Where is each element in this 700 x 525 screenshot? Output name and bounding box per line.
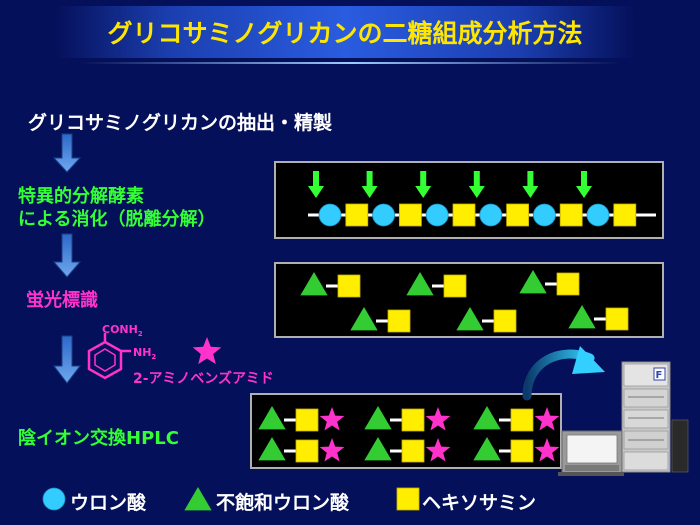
step-labeling: 蛍光標識 bbox=[26, 290, 98, 311]
legend-hexosamine-label: ヘキソサミン bbox=[422, 492, 537, 514]
disaccharide-unsaturated-uronic bbox=[406, 272, 434, 296]
legend-unsaturated-uronic-label: 不飽和ウロン酸 bbox=[216, 492, 350, 514]
labeled-disaccharide-hexosamine bbox=[295, 408, 319, 432]
labeled-disaccharide-unsaturated-uronic bbox=[258, 437, 286, 461]
chain-uronic-acid bbox=[533, 203, 556, 227]
polysaccharide-chain bbox=[308, 203, 656, 227]
fluorescent-label-star-icon bbox=[425, 407, 451, 431]
legend-uronic-acid-circle-icon bbox=[42, 487, 66, 511]
enzyme-arrow-icon bbox=[361, 171, 378, 198]
page-title: グリコサミノグリカンの二糖組成分析方法 bbox=[107, 19, 583, 48]
flow-arrow-2 bbox=[52, 233, 82, 278]
enzyme-arrow-icon bbox=[576, 171, 592, 198]
benzene-inner-bonds bbox=[94, 348, 116, 372]
conh2-label: CONH2 bbox=[102, 323, 143, 338]
labeled-disaccharide-hexosamine bbox=[510, 439, 534, 463]
fluorescent-label-star-icon bbox=[534, 438, 560, 462]
labeled-disaccharide-unsaturated-uronic bbox=[473, 437, 501, 461]
labeled-disaccharide-hexosamine bbox=[401, 408, 425, 432]
disaccharide-hexosamine bbox=[443, 274, 467, 298]
svg-text:F: F bbox=[656, 370, 663, 381]
enzyme-arrow-icon bbox=[468, 171, 485, 198]
curved-arrow-to-instrument bbox=[522, 346, 605, 401]
chain-uronic-acid bbox=[318, 203, 342, 227]
fluorescent-label-star-icon bbox=[534, 407, 560, 431]
labeled-disaccharide-unsaturated-uronic bbox=[258, 406, 286, 430]
chain-uronic-acid bbox=[425, 203, 449, 227]
legend-unsaturated-uronic-triangle-icon bbox=[184, 487, 212, 511]
labeled-disaccharide-hexosamine bbox=[295, 439, 319, 463]
disaccharide-hexosamine bbox=[493, 309, 517, 333]
step-digestion-line1: 特異的分解酵素 bbox=[18, 186, 144, 207]
labeled-disaccharide-hexosamine bbox=[401, 439, 425, 463]
fluorescent-label-star-icon bbox=[425, 438, 451, 462]
hplc-instrument-photo: F bbox=[558, 361, 689, 476]
enzyme-arrow-icon bbox=[522, 171, 539, 198]
hplc-stack: F bbox=[621, 361, 689, 473]
legend-hexosamine-square-icon bbox=[396, 487, 420, 511]
labeled-disaccharide-hexosamine bbox=[510, 408, 534, 432]
chain-uronic-acid bbox=[372, 203, 396, 227]
title-underline bbox=[80, 62, 620, 64]
legend bbox=[42, 487, 420, 511]
fluorescent-label-star-icon bbox=[319, 438, 345, 462]
step-extraction: グリコサミノグリカンの抽出・精製 bbox=[28, 112, 333, 134]
flow-arrow-3 bbox=[52, 335, 82, 384]
disaccharide-hexosamine bbox=[556, 272, 580, 296]
nh2-label: NH2 bbox=[133, 346, 156, 361]
labeled-disaccharide-unsaturated-uronic bbox=[473, 406, 501, 430]
disaccharide-unsaturated-uronic bbox=[300, 272, 328, 296]
step-hplc: 陰イオン交換HPLC bbox=[18, 428, 179, 449]
chain-hexosamine bbox=[559, 203, 583, 227]
labeled-disaccharide-unsaturated-uronic bbox=[364, 406, 392, 430]
disaccharide-unsaturated-uronic bbox=[568, 305, 596, 329]
enzyme-arrow-icon bbox=[308, 171, 324, 198]
flow-arrow-1 bbox=[52, 133, 82, 173]
enzyme-cleavage-sites bbox=[308, 171, 592, 198]
aminobenzamide-structure: CONH2 NH2 2-アミノベンズアミド bbox=[87, 323, 274, 387]
disaccharide-unsaturated-uronic bbox=[519, 270, 547, 294]
disaccharide-hexosamine bbox=[337, 274, 361, 298]
detector-f-badge bbox=[653, 367, 666, 381]
disaccharide-units bbox=[300, 270, 629, 333]
disaccharide-hexosamine bbox=[605, 307, 629, 331]
chain-uronic-acid bbox=[479, 203, 503, 227]
disaccharide-hexosamine bbox=[387, 309, 411, 333]
disaccharide-unsaturated-uronic bbox=[350, 307, 378, 331]
disaccharide-unsaturated-uronic bbox=[456, 307, 484, 331]
enzyme-arrow-icon bbox=[415, 171, 432, 198]
benzene-ring bbox=[87, 340, 123, 380]
chain-hexosamine bbox=[506, 203, 530, 227]
title-banner bbox=[55, 6, 635, 58]
chain-hexosamine bbox=[452, 203, 476, 227]
labeled-disaccharide-units bbox=[258, 406, 560, 463]
legend-uronic-label: ウロン酸 bbox=[70, 492, 147, 514]
labeled-disaccharide-unsaturated-uronic bbox=[364, 437, 392, 461]
step-digestion-line2: による消化（脱離分解） bbox=[18, 209, 216, 230]
reagent-name: 2-アミノベンズアミド bbox=[133, 370, 274, 387]
chain-uronic-acid bbox=[586, 203, 610, 227]
fluorescent-label-star-icon bbox=[192, 337, 222, 365]
chain-hexosamine bbox=[345, 203, 369, 227]
chain-hexosamine bbox=[613, 203, 637, 227]
fluorescent-label-star-icon bbox=[319, 407, 345, 431]
chain-hexosamine bbox=[398, 203, 422, 227]
hplc-computer bbox=[558, 430, 624, 476]
